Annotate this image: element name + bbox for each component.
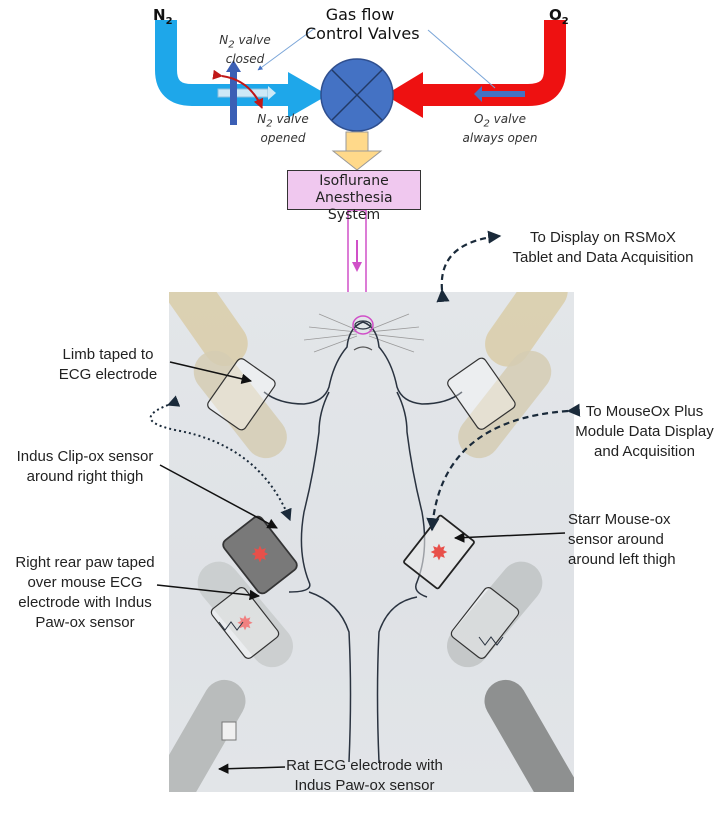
indus-clip-ox-sensor: ✸ [222,515,298,595]
rear-paw-arrow [156,584,261,601]
limb-label: Limb taped to ECG electrode [58,346,158,383]
o2-label: O2 [549,6,569,27]
rat-ecg-arrow [217,763,286,774]
rsmox-dashed-arrow [436,230,502,303]
rat-ecg-label: Rat ECG electrode with Indus Paw-ox sens… [286,757,443,794]
right-rear-paw-tape: ✸ [210,587,280,659]
mouseox-plus-label: To MouseOx Plus Module Data Display and … [575,403,714,460]
limb-arrow [169,361,253,384]
left-rear-paw-tape [450,587,520,659]
rat-ecg-electrode [169,679,246,792]
rsmox-label: To Display on RSMoX Tablet and Data Acqu… [512,229,694,266]
valve-pointer-right [427,29,496,89]
svg-text:✸: ✸ [251,543,269,568]
mouse-outline [263,321,463,763]
nose-cone [352,315,374,335]
svg-text:✸: ✸ [237,611,254,635]
isoflurane-anesthesia-box: Isoflurane Anesthesia System [287,170,421,223]
down-arrow [331,131,383,171]
whiskers [303,313,425,353]
paw-ox-sensor-chip [221,721,237,741]
mouse-nose [354,320,372,330]
o2-pipe [385,20,566,118]
starr-arrow [453,532,566,543]
valve-rotation-arrow [212,69,264,109]
left-rear-paw-claws [478,636,504,646]
valves-title: Gas flow Control Valves [305,5,420,43]
mouse-teeth [353,346,373,351]
rear-paw-label: Right rear paw taped over mouse ECG elec… [15,554,155,631]
starr-label: Starr Mouse-ox sensor around around left… [568,511,676,568]
indus-dotted-arrow [149,395,292,522]
mouseox-dashed-arrow [426,403,581,532]
svg-text:✸: ✸ [430,541,448,566]
mouse-platform-photo: ✸ ✸ ✸ [169,292,574,792]
o2-flow-indicator [480,91,525,97]
o2-valve-open-label: O2 valve always open [462,112,538,146]
n2-valve-opened-label: N2 valve opened [257,112,309,146]
clip-ox-label: Indus Clip-ox sensor around right thigh [16,448,154,485]
valve-pointer-left [257,27,316,71]
control-valve [320,58,394,132]
n2-label: N2 [153,6,173,27]
n2-valve-handle [212,60,264,125]
n2-valve-closed-label: N2 valve closed [219,33,271,67]
clip-ox-arrow [159,464,278,529]
